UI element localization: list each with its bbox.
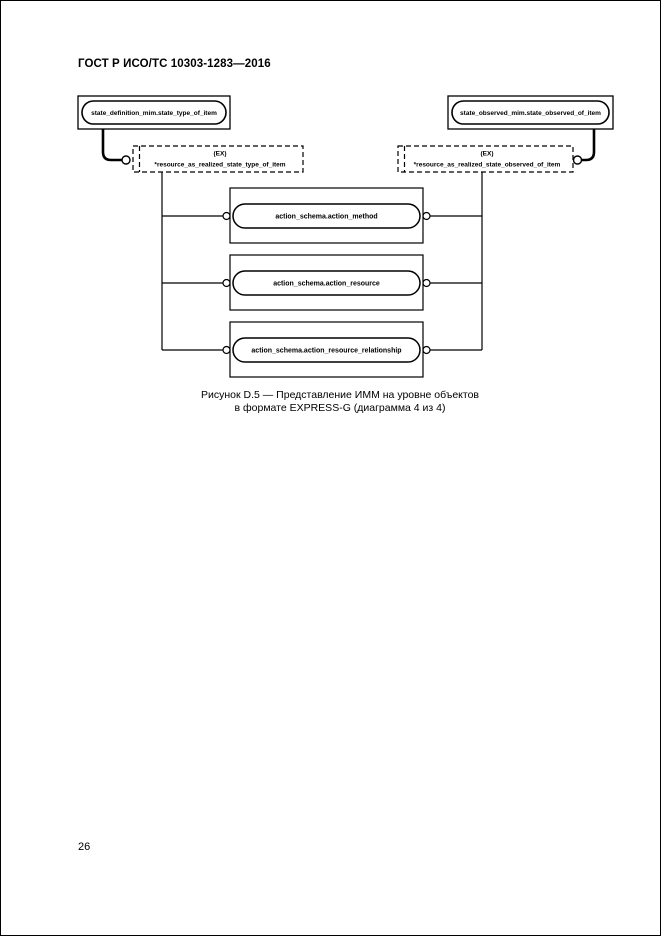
open-circle-terminator xyxy=(222,278,231,288)
ref-label-state-type-of-item: state_definition_mim.state_type_of_item xyxy=(91,110,217,117)
member-links-right xyxy=(422,172,483,355)
open-circle-terminator xyxy=(572,155,583,165)
interschema-ref-action-resource: action_schema.action_resource xyxy=(229,254,424,311)
supertype-connector-right xyxy=(572,129,596,165)
ref-pill xyxy=(81,100,227,125)
select-name-state-type-of-item: *resource_as_realized_state_type_of_item xyxy=(154,162,285,169)
interschema-ref-action-method: action_schema.action_method xyxy=(229,187,424,244)
open-circle-terminator xyxy=(422,211,431,221)
member-links-left xyxy=(161,172,231,355)
select-box xyxy=(397,145,574,173)
select-name-state-observed-of-item: *resource_as_realized_state_observed_of_… xyxy=(414,162,561,169)
figure-caption: Рисунок D.5 — Представление ИММ на уровн… xyxy=(20,389,660,415)
interschema-ref-action-resource-relationship: action_schema.action_resource_relationsh… xyxy=(229,321,424,378)
ref-pill xyxy=(232,270,421,296)
ref-label-action-resource: action_schema.action_resource xyxy=(273,281,380,288)
open-circle-terminator xyxy=(422,345,431,355)
select-type-left: (EX) *resource_as_realized_state_type_of… xyxy=(132,145,304,173)
ref-box xyxy=(447,95,614,130)
ref-box xyxy=(229,254,424,311)
ref-label-action-resource-relationship: action_schema.action_resource_relationsh… xyxy=(251,348,401,355)
select-box xyxy=(132,145,304,173)
ref-label-state-observed-of-item: state_observed_mim.state_observed_of_ite… xyxy=(460,110,601,117)
select-extensible-tag: (EX) xyxy=(481,151,494,158)
interschema-ref-state-type-of-item: state_definition_mim.state_type_of_item xyxy=(77,95,231,130)
supertype-connector-left xyxy=(101,129,131,165)
ref-pill xyxy=(232,203,421,229)
figure-caption-line2: в формате EXPRESS-G (диаграмма 4 из 4) xyxy=(234,402,446,414)
open-circle-terminator xyxy=(422,278,431,288)
page-number: 26 xyxy=(78,841,91,853)
connector-line xyxy=(581,129,596,162)
open-circle-terminator xyxy=(121,155,131,165)
select-type-right: (EX) *resource_as_realized_state_observe… xyxy=(397,145,574,173)
ref-pill xyxy=(232,337,421,363)
ref-box xyxy=(229,187,424,244)
select-extensible-tag: (EX) xyxy=(214,151,227,158)
ref-label-action-method: action_schema.action_method xyxy=(275,214,377,221)
ref-box xyxy=(77,95,231,130)
open-circle-terminator xyxy=(222,211,231,221)
connector-line xyxy=(101,129,122,162)
ref-box xyxy=(229,321,424,378)
interschema-ref-state-observed-of-item: state_observed_mim.state_observed_of_ite… xyxy=(447,95,614,130)
express-g-diagram: state_definition_mim.state_type_of_item … xyxy=(77,95,614,378)
open-circle-terminator xyxy=(222,345,231,355)
document-header: ГОСТ Р ИСО/ТС 10303-1283—2016 xyxy=(78,58,271,70)
figure-d5-diagram-area: state_definition_mim.state_type_of_item … xyxy=(0,0,661,382)
figure-caption-line1: Рисунок D.5 — Представление ИММ на уровн… xyxy=(200,389,479,401)
ref-pill xyxy=(451,100,610,125)
